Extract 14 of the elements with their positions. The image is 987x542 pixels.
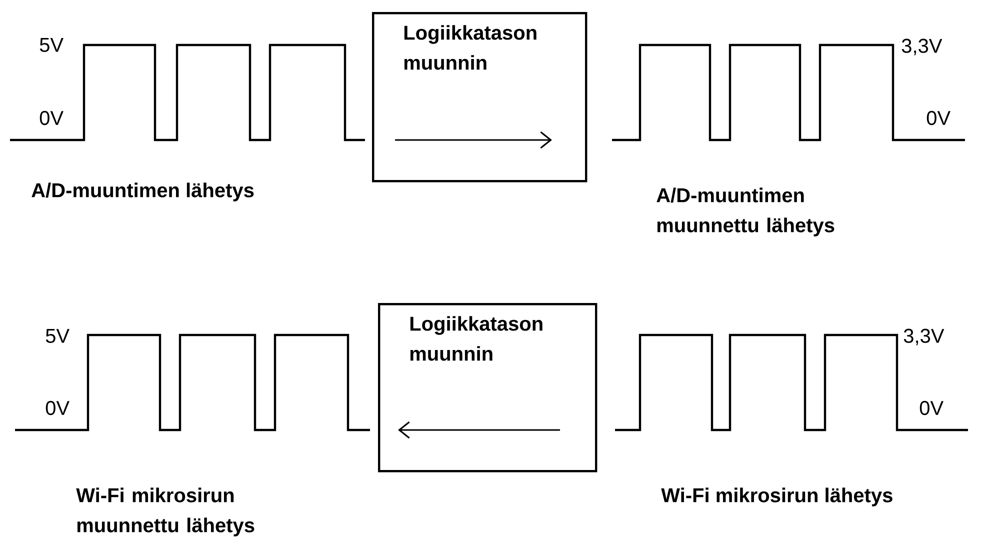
voltage-label: 0V xyxy=(40,110,64,126)
voltage-label: 3,3V xyxy=(902,38,942,56)
caption: Wi-Fi mikrosirun muunnettu lähetys xyxy=(76,488,254,536)
voltage-label: 0V xyxy=(920,400,944,416)
voltage-label: 5V xyxy=(40,38,64,52)
voltage-label: 0V xyxy=(46,400,70,416)
converter-box: Logiikkatason muunnin xyxy=(372,12,588,182)
voltage-label: 0V xyxy=(926,110,950,126)
converter-box: Logiikkatason muunnin xyxy=(378,303,598,472)
caption: A/D-muuntimen muunnettu lähetys xyxy=(656,188,834,236)
voltage-label: 3,3V xyxy=(904,328,944,346)
caption: Wi-Fi mikrosirun lähetys xyxy=(661,488,892,506)
voltage-label: 5V xyxy=(46,329,70,343)
caption: A/D-muuntimen lähetys xyxy=(32,182,254,202)
